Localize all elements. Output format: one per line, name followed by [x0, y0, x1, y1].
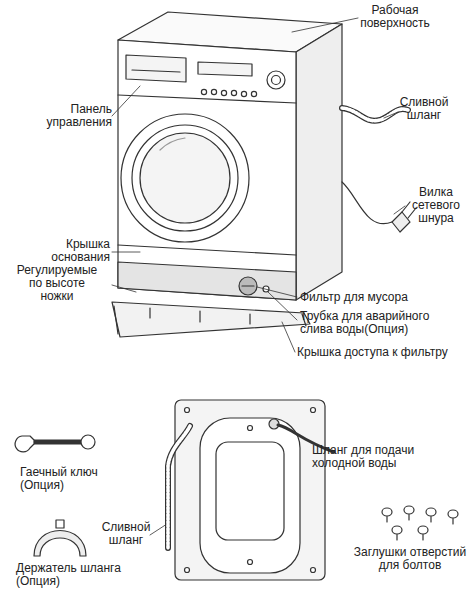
power-cord [342, 182, 392, 224]
holder-clip [56, 520, 64, 528]
part-label: Вилка сетевого шнура [404, 186, 468, 225]
cover-tabs [150, 308, 250, 324]
rear-panel-inner [216, 442, 284, 540]
button [251, 91, 256, 96]
button [201, 89, 206, 94]
display [198, 62, 252, 76]
part-label: Шланг для подачи холодной воды [312, 444, 424, 470]
leader-line [394, 206, 405, 214]
program-knob [267, 71, 285, 89]
screw [248, 426, 253, 431]
screw [248, 560, 253, 565]
drain-hose [342, 108, 408, 121]
wrench-jaw [15, 436, 34, 452]
part-label: Трубка для аварийного слива воды(Опция) [300, 310, 450, 336]
bolt-cap [404, 506, 414, 520]
leader-line [112, 252, 140, 253]
leader-line [112, 285, 136, 292]
front-panel [118, 40, 296, 300]
part-label: Крышка доступа к фильтру [297, 346, 473, 359]
bolt-cap [448, 510, 458, 524]
part-label: Панель управления [36, 103, 112, 129]
part-label: Сливной шланг [394, 96, 454, 122]
debris-filter [239, 277, 257, 295]
part-label: Гаечный ключ (Опция) [20, 466, 110, 492]
screw [311, 568, 316, 573]
bolt-cap [418, 526, 428, 540]
screw [185, 408, 190, 413]
button [221, 90, 226, 95]
leader-line [282, 322, 295, 352]
bolt-cap [426, 508, 436, 522]
leader-line [384, 112, 398, 118]
leader-line [257, 287, 297, 297]
door-glass [140, 133, 230, 223]
screw [311, 408, 316, 413]
leader-line [292, 18, 358, 32]
part-label: Регулируемые по высоте ножки [14, 264, 100, 303]
bolt-cap [382, 508, 392, 522]
detergent-drawer [126, 55, 186, 82]
glass-glare [160, 138, 185, 150]
button [211, 89, 216, 94]
part-label: Фильтр для мусора [300, 291, 470, 304]
part-label: Заглушки отверстий для болтов [350, 546, 470, 572]
buttons [201, 89, 256, 96]
filter-access-cover [112, 302, 310, 337]
leader-line [268, 292, 297, 320]
wrench-ring [81, 435, 95, 449]
panel-edge [118, 95, 296, 103]
hose-ribs [168, 426, 190, 548]
drawer-handle [132, 70, 180, 72]
bolt-cap [392, 526, 402, 540]
screw [185, 568, 190, 573]
side-panel [296, 24, 342, 300]
part-label: Крышка основания [28, 238, 110, 264]
base-cover-edge [118, 245, 296, 255]
button [241, 91, 246, 96]
wrench-handle [34, 440, 82, 445]
door-rim [121, 114, 249, 242]
hose-ribs [342, 108, 408, 121]
bolt-caps [382, 506, 458, 540]
hose-holder [34, 531, 86, 557]
rear-drain-hose [168, 426, 190, 548]
door-ring [132, 125, 238, 231]
rear-panel [200, 418, 300, 573]
plug-body [392, 212, 410, 232]
part-label: Рабочая поверхность [352, 4, 438, 30]
cover-edge [114, 306, 306, 334]
kick-panel [118, 262, 296, 300]
part-label: Сливной шланг [98, 521, 154, 547]
button [231, 90, 236, 95]
leader-line [112, 86, 140, 116]
rear-body [175, 400, 325, 580]
part-label: Держатель шланга (Опция) [16, 562, 136, 588]
filter-slot [242, 285, 254, 286]
knob-center [272, 76, 281, 85]
